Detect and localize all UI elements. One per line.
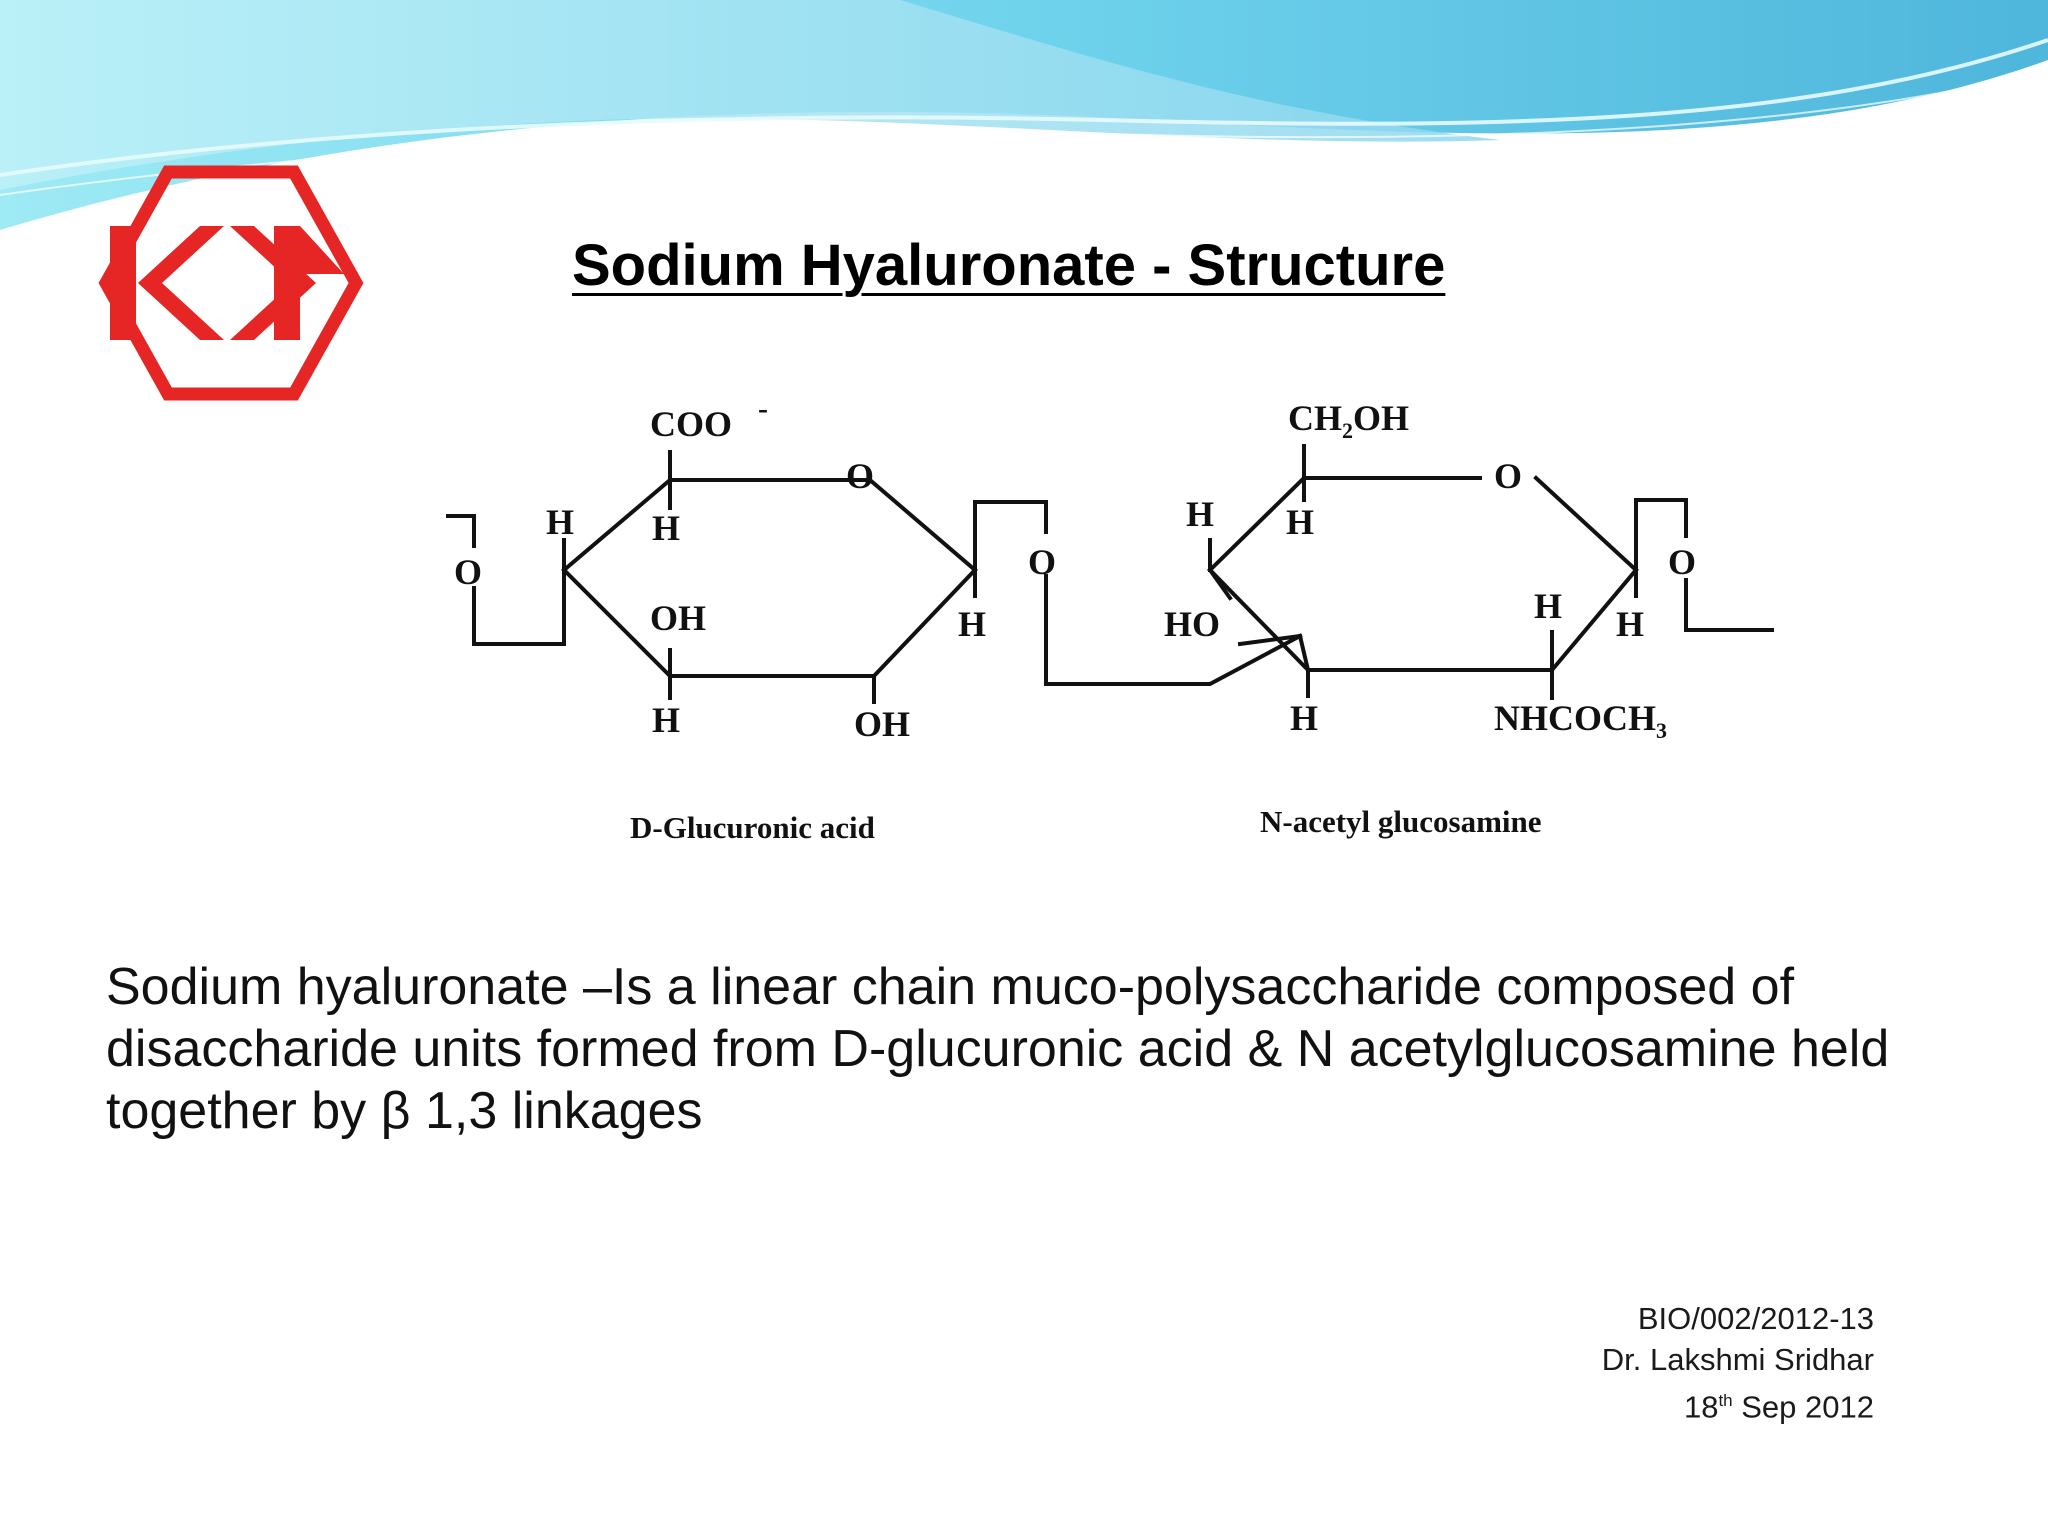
h-label: H — [546, 502, 574, 542]
header-wave-decoration — [0, 0, 2048, 230]
h-label: H — [958, 604, 986, 644]
presentation-date: 18th Sep 2012 — [1683, 1389, 1874, 1425]
glucuronic-acid-unit: COO - O O H H OH H OH H D-Glucuronic aci… — [454, 392, 986, 845]
ring-oxygen-label: O — [1494, 456, 1522, 496]
oh-label: OH — [650, 598, 706, 638]
coo-label: COO — [650, 404, 732, 444]
kdp-hexagon-logo — [98, 165, 364, 401]
footer-info: BIO/002/2012-13 Dr. Lakshmi Sridhar 18th… — [1602, 1298, 1874, 1427]
h-label: H — [1186, 494, 1214, 534]
nhcoch3-label: NHCOCH3 — [1494, 698, 1667, 743]
ho-label: HO — [1164, 604, 1220, 644]
hyaluronate-structure-diagram: COO - O O H H OH H OH H D-Glucuronic aci… — [446, 392, 1774, 845]
n-acetyl-glucosamine-caption: N-acetyl glucosamine — [1260, 804, 1542, 839]
glycosidic-oxygen-label: O — [1028, 542, 1056, 582]
ring-oxygen-label: O — [846, 456, 874, 496]
h-label: H — [1534, 586, 1562, 626]
document-code: BIO/002/2012-13 — [1637, 1301, 1874, 1336]
slide-title: Sodium Hyaluronate - Structure — [572, 233, 1446, 298]
left-link-oxygen-label: O — [454, 552, 482, 592]
h-label: H — [652, 700, 680, 740]
h-label: H — [1286, 502, 1314, 542]
author-name: Dr. Lakshmi Sridhar — [1601, 1342, 1874, 1377]
description-text: Sodium hyaluronate –Is a linear chain mu… — [106, 958, 1890, 1140]
glucuronic-acid-caption: D-Glucuronic acid — [630, 810, 875, 845]
h-label: H — [1616, 604, 1644, 644]
oh-label: OH — [854, 704, 910, 744]
h-label: H — [1290, 698, 1318, 738]
n-acetyl-glucosamine-unit: CH2OH O H H HO H H H NHCOCH3 O N-acetyl … — [1164, 398, 1696, 839]
charge-label: - — [758, 392, 768, 425]
h-label: H — [652, 508, 680, 548]
ch2oh-label: CH2OH — [1288, 398, 1409, 443]
right-link-oxygen-label: O — [1668, 542, 1696, 582]
